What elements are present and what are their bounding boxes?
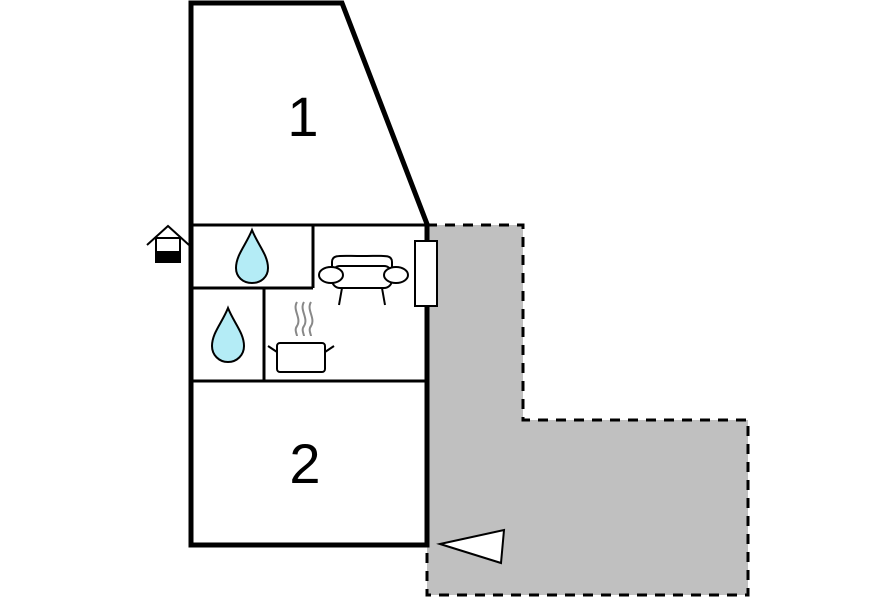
sofa-icon bbox=[318, 254, 409, 306]
door-marker-icon bbox=[414, 240, 438, 307]
terrace-area bbox=[425, 223, 750, 597]
water-drop-icon bbox=[210, 305, 246, 364]
water-drop-icon bbox=[234, 227, 270, 285]
cooking-pot-icon bbox=[267, 301, 335, 373]
room-1-label: 1 bbox=[287, 85, 318, 148]
entrance-house-icon bbox=[146, 224, 190, 263]
building-outline bbox=[188, 0, 430, 548]
view-direction-triangle-icon bbox=[436, 528, 506, 565]
room-2-label: 2 bbox=[289, 432, 320, 495]
